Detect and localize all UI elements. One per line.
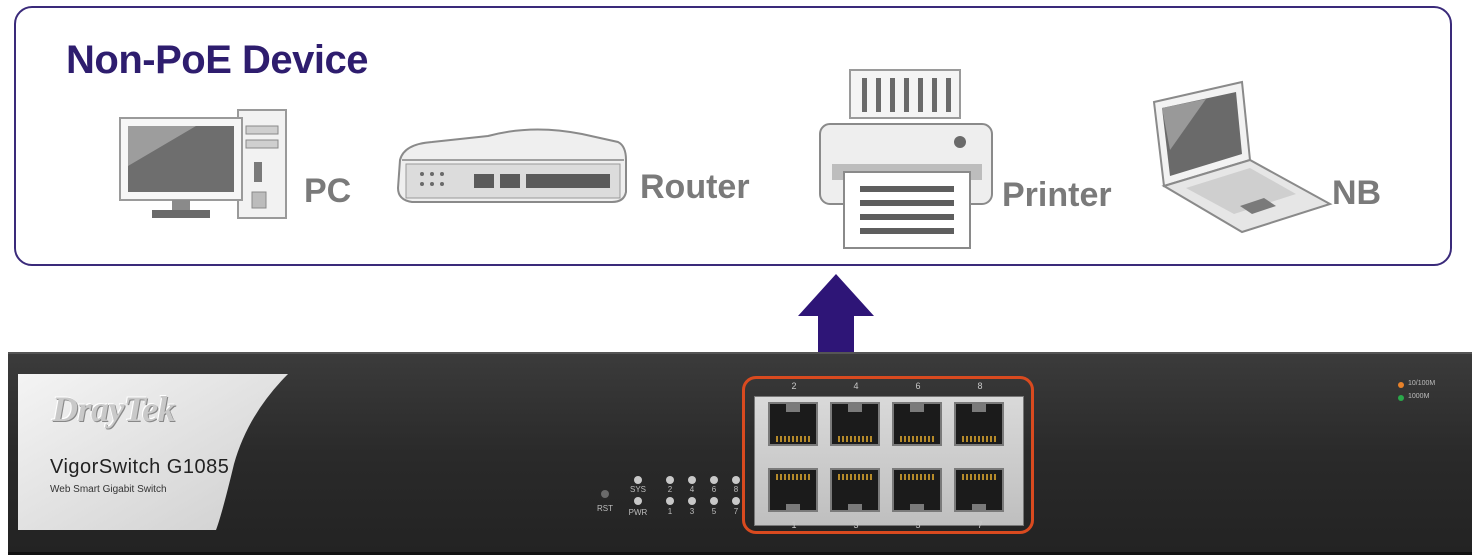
port-num-3: 3 — [853, 520, 859, 530]
led-num-6: 6 — [711, 485, 717, 494]
pc-icon — [119, 109, 287, 219]
port-led-4 — [688, 476, 696, 484]
led-num-1: 1 — [667, 507, 673, 516]
legend-dot-10-100m — [1398, 382, 1404, 388]
highlight-frame — [742, 376, 1034, 534]
sys-label: SYS — [629, 485, 646, 494]
device-label-nb: NB — [1332, 174, 1382, 212]
ethernet-port-8[interactable] — [954, 402, 1004, 446]
port-led-3 — [688, 497, 696, 505]
led-num-7: 7 — [733, 507, 739, 516]
ethernet-port-7[interactable] — [954, 468, 1004, 512]
printer-icon — [819, 69, 993, 249]
legend-text-1000m: 1000M — [1408, 393, 1430, 400]
port-led-1 — [666, 497, 674, 505]
router-icon — [396, 128, 627, 203]
reset-button[interactable] — [601, 490, 609, 498]
ethernet-port-3[interactable] — [830, 468, 880, 512]
port-led-8 — [732, 476, 740, 484]
model-name: VigorSwitch G1085 — [50, 456, 230, 478]
pwr-led — [634, 497, 642, 505]
port-num-7: 7 — [977, 520, 983, 530]
port-num-4: 4 — [853, 381, 859, 391]
device-label-printer: Printer — [1002, 176, 1112, 214]
ethernet-port-5[interactable] — [892, 468, 942, 512]
ethernet-port-1[interactable] — [768, 468, 818, 512]
port-num-5: 5 — [915, 520, 921, 530]
device-label-router: Router — [640, 168, 750, 206]
draytek-logo: DrayTek — [52, 389, 176, 429]
model-subtitle: Web Smart Gigabit Switch — [50, 484, 167, 495]
switch-label-card — [18, 374, 288, 530]
panel-title: Non-PoE Device — [66, 38, 368, 82]
non-poe-device-panel: Non-PoE Device PC Router — [14, 6, 1452, 266]
ethernet-port-2[interactable] — [768, 402, 818, 446]
notebook-icon — [1152, 80, 1333, 234]
pwr-label: PWR — [628, 508, 648, 517]
sys-led — [634, 476, 642, 484]
switch-front-panel: DrayTek VigorSwitch G1085 Web Smart Giga… — [8, 352, 1472, 555]
legend-dot-1000m — [1398, 395, 1404, 401]
up-arrow-icon — [798, 274, 874, 368]
legend-text-10-100m: 10/100M — [1408, 380, 1436, 387]
port-led-7 — [732, 497, 740, 505]
led-num-5: 5 — [711, 507, 717, 516]
port-led-5 — [710, 497, 718, 505]
port-led-2 — [666, 476, 674, 484]
port-led-6 — [710, 476, 718, 484]
device-label-pc: PC — [304, 172, 352, 210]
ethernet-port-4[interactable] — [830, 402, 880, 446]
led-num-8: 8 — [733, 485, 739, 494]
led-num-2: 2 — [667, 485, 673, 494]
led-num-3: 3 — [689, 507, 695, 516]
port-num-6: 6 — [915, 381, 921, 391]
port-num-1: 1 — [791, 520, 797, 530]
ethernet-port-6[interactable] — [892, 402, 942, 446]
rst-label: RST — [597, 504, 613, 513]
led-num-4: 4 — [689, 485, 695, 494]
port-num-2: 2 — [791, 381, 797, 391]
port-num-8: 8 — [977, 381, 983, 391]
